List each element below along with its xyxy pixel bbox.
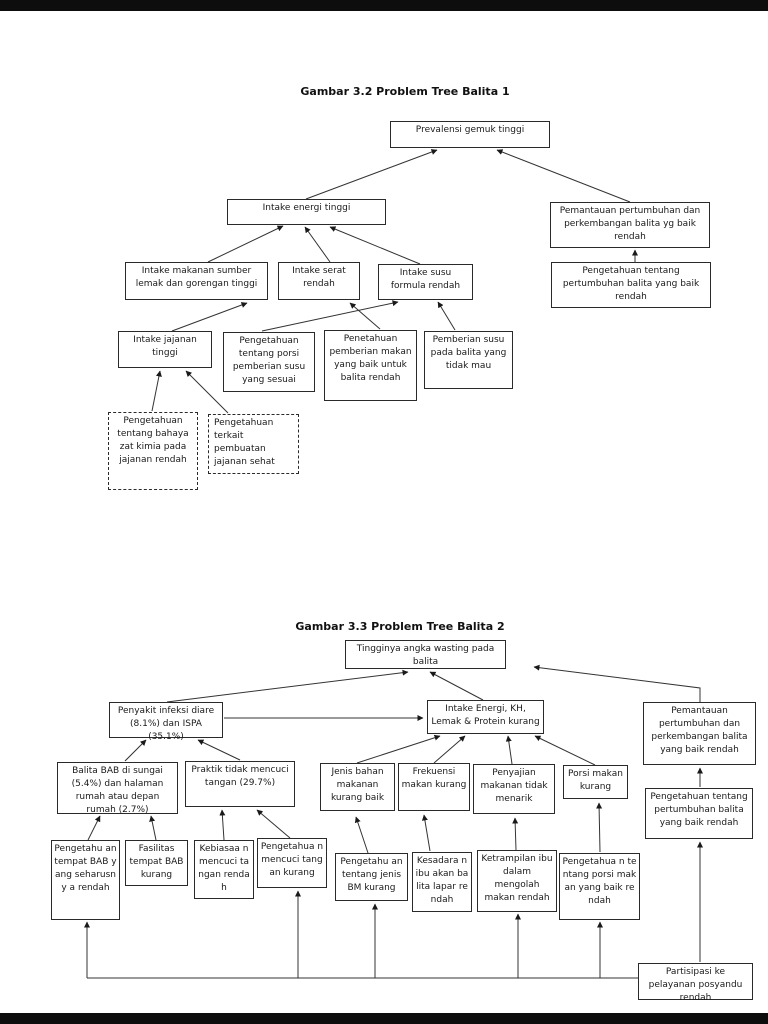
node-pengetahuan-pembuatan-jajanan: Pengetahuan terkait pembuatan jajanan se… xyxy=(208,414,299,474)
node-kesadaran-ibu: Kesadara n ibu akan balita lapar rendah xyxy=(412,852,472,912)
node-jenis-bahan-makanan: Jenis bahan makanan kurang baik xyxy=(320,763,395,811)
node-prevalensi-gemuk-tinggi: Prevalensi gemuk tinggi xyxy=(390,121,550,148)
node-penyajian-makanan: Penyajian makanan tidak menarik xyxy=(473,764,555,814)
node-pemantauan-pertumbuhan-1: Pemantauan pertumbuhan dan perkembangan … xyxy=(550,202,710,248)
node-kebiasaan-mencuci: Kebiasaa n mencuci tangan rendah xyxy=(194,840,254,899)
node-intake-susu-formula: Intake susu formula rendah xyxy=(378,264,473,300)
node-partisipasi-posyandu: Partisipasi ke pelayanan posyandu rendah xyxy=(638,963,753,1003)
node-pengetahuan-bahaya-kimia: Pengetahuan tentang bahaya zat kimia pad… xyxy=(108,412,198,490)
node-intake-serat-rendah: Intake serat rendah xyxy=(278,262,360,300)
node-intake-makanan-lemak: Intake makanan sumber lemak dan gorengan… xyxy=(125,262,268,300)
node-pengetahuan-porsi-makan: Pengetahua n tentang porsi makan yang ba… xyxy=(559,853,640,920)
page-top-edge xyxy=(0,0,768,11)
node-fasilitas-tempat-bab: Fasilitas tempat BAB kurang xyxy=(125,840,188,886)
node-ketrampilan-ibu: Ketrampilan ibu dalam mengolah makan ren… xyxy=(477,850,557,912)
node-pemantauan-pertumbuhan-2: Pemantauan pertumbuhan dan perkembangan … xyxy=(643,702,756,765)
node-frekuensi-makan: Frekuensi makan kurang xyxy=(398,763,470,811)
node-intake-energi-kh: Intake Energi, KH, Lemak & Protein kuran… xyxy=(427,700,544,734)
node-pengetahuan-tempat-bab: Pengetahu an tempat BAB yang seharusny a… xyxy=(51,840,120,920)
node-pengetahuan-pertumbuhan-1: Pengetahuan tentang pertumbuhan balita y… xyxy=(551,262,711,308)
node-tingginya-wasting: Tingginya angka wasting pada balita xyxy=(345,640,506,669)
figure1-title: Gambar 3.2 Problem Tree Balita 1 xyxy=(300,85,510,98)
node-intake-energi-tinggi: Intake energi tinggi xyxy=(227,199,386,225)
page-bottom-edge xyxy=(0,1013,768,1024)
node-porsi-makan-kurang: Porsi makan kurang xyxy=(563,765,628,799)
node-intake-jajanan-tinggi: Intake jajanan tinggi xyxy=(118,331,212,368)
node-pemberian-susu-tidak-mau: Pemberian susu pada balita yang tidak ma… xyxy=(424,331,513,389)
node-penetahuan-pemberian-makan: Penetahuan pemberian makan yang baik unt… xyxy=(324,330,417,401)
node-balita-bab-sungai: Balita BAB di sungai (5.4%) dan halaman … xyxy=(57,762,178,815)
figure2-title: Gambar 3.3 Problem Tree Balita 2 xyxy=(295,620,505,633)
node-praktik-tidak-mencuci: Praktik tidak mencuci tangan (29.7%) xyxy=(185,761,295,807)
node-pengetahuan-pertumbuhan-2: Pengetahuan tentang pertumbuhan balita y… xyxy=(645,788,753,839)
node-pengetahuan-jenis-bm: Pengetahu an tentang jenis BM kurang xyxy=(335,853,408,901)
node-penyakit-infeksi: Penyakit infeksi diare (8.1%) dan ISPA (… xyxy=(109,702,223,742)
node-pengetahuan-mencuci: Pengetahua n mencuci tangan kurang xyxy=(257,838,327,888)
node-pengetahuan-porsi-susu: Pengetahuan tentang porsi pemberian susu… xyxy=(223,332,315,392)
